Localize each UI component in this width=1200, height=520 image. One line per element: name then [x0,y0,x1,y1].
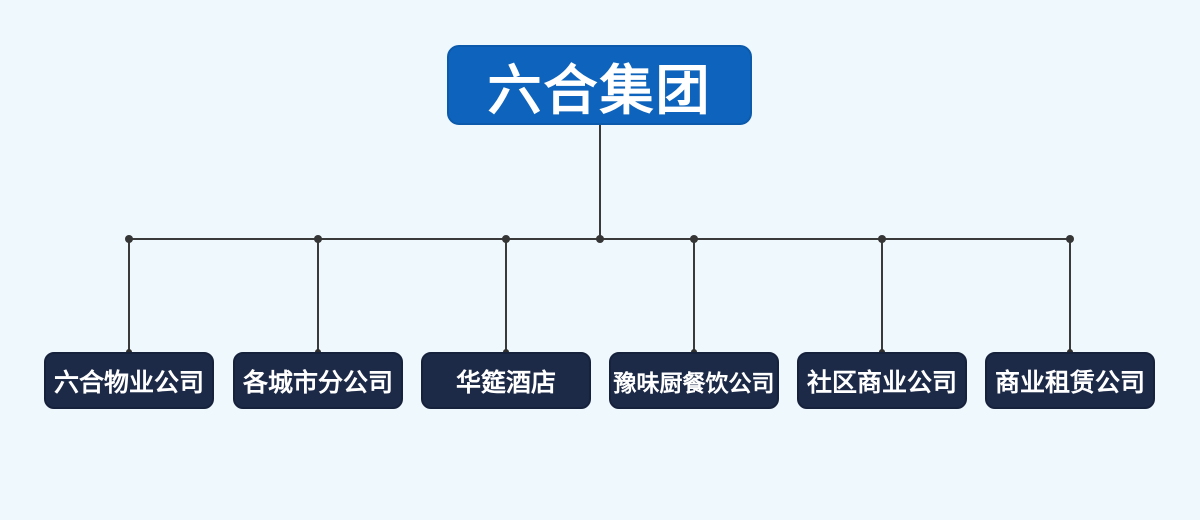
org-node-commercial-leasing[interactable]: 商业租赁公司 [985,352,1155,409]
junction-dot [502,235,510,243]
org-node-hotel[interactable]: 华筵酒店 [421,352,591,409]
connector-stem-5 [881,239,883,352]
junction-dot-root [596,235,604,243]
org-node-property-company[interactable]: 六合物业公司 [44,352,214,409]
connector-stem-1 [128,239,130,352]
org-node-root[interactable]: 六合集团 [447,45,752,125]
junction-dot [690,235,698,243]
connector-stem-2 [317,239,319,352]
junction-dot [125,235,133,243]
org-node-city-branches[interactable]: 各城市分公司 [233,352,403,409]
connector-stem-3 [505,239,507,352]
connector-stem-4 [693,239,695,352]
connector-root-stem [599,125,601,239]
connector-stem-6 [1069,239,1071,352]
junction-dot [314,235,322,243]
junction-dot [1066,235,1074,243]
org-node-catering-company[interactable]: 豫味厨餐饮公司 [609,352,779,409]
junction-dot [878,235,886,243]
org-node-community-commercial[interactable]: 社区商业公司 [797,352,967,409]
